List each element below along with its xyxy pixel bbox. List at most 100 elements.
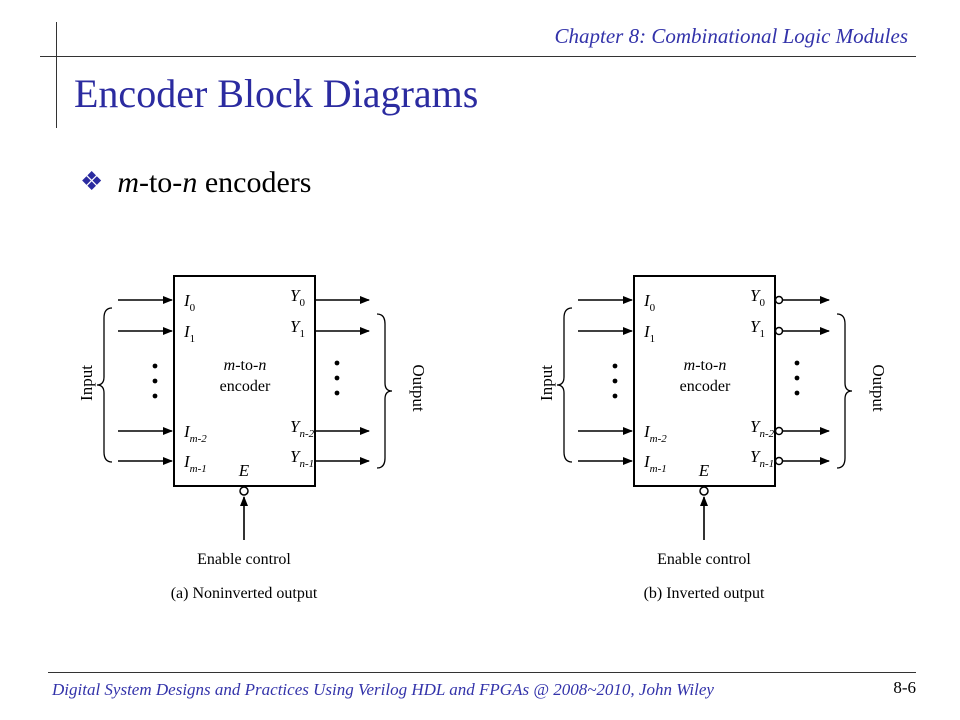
input-pin-label-part: I <box>643 291 651 310</box>
input-group-label-part: Input <box>77 365 96 401</box>
encoder-name-line1-part: -to- <box>695 357 718 374</box>
encoder-block <box>173 275 316 487</box>
output-pin-label-part: 1 <box>759 328 765 340</box>
output-pin-label-part: n-1 <box>299 458 314 470</box>
input-brace <box>96 307 113 463</box>
output-pin-label-part: 1 <box>299 328 305 340</box>
chapter-heading: Chapter 8: Combinational Logic Modules <box>554 24 909 48</box>
encoder-name-line1-part: n <box>718 357 726 374</box>
output-pin-label: Yn-2 <box>750 417 775 440</box>
output-pin-label-part: 0 <box>299 297 305 309</box>
bullet-n: n <box>182 166 198 199</box>
inversion-bubble <box>774 426 784 436</box>
input-pin-label-part: I <box>183 291 191 310</box>
bullet-rest: encoders <box>204 166 312 199</box>
input-ellipsis-dot-0 <box>612 363 618 369</box>
encoder-name-line1-part: -to- <box>235 357 258 374</box>
encoder-name-line2-part: encoder <box>220 378 271 395</box>
diagram-caption-part: (a) Noninverted output <box>171 585 318 602</box>
output-pin-label-part: n-2 <box>299 428 314 440</box>
footer-text: Digital System Designs and Practices Usi… <box>52 680 714 699</box>
input-ellipsis-dot-2 <box>612 393 618 399</box>
output-pin-label-part: Y <box>750 417 761 436</box>
output-group-label-part: Output <box>409 364 428 412</box>
top-divider <box>40 56 916 57</box>
input-pin-label-part: m-2 <box>190 433 208 445</box>
diagram-caption: (b) Inverted output <box>644 585 765 602</box>
enable-bubble <box>239 486 249 496</box>
input-pin-label-part: 0 <box>650 302 656 314</box>
input-ellipsis-dot-1 <box>612 378 618 384</box>
output-pin-label: Yn-1 <box>290 447 314 470</box>
slide-title: Encoder Block Diagrams <box>74 71 479 116</box>
output-ellipsis-dot-2 <box>794 390 800 396</box>
input-pin-label-part: I <box>183 452 191 471</box>
input-pin-label: Im-1 <box>643 452 667 475</box>
input-pin-label-part: 1 <box>650 333 656 345</box>
input-pin-label: I1 <box>643 322 655 345</box>
input-brace <box>556 307 573 463</box>
input-pin-label-part: m-1 <box>650 463 667 475</box>
input-ellipsis-dot-0 <box>152 363 158 369</box>
enable-control-label: Enable control <box>657 551 751 568</box>
bottom-divider <box>48 672 916 673</box>
diagram-caption: (a) Noninverted output <box>171 585 318 602</box>
bullet-item: ❖m-to-n encoders <box>80 166 311 200</box>
enable-bubble <box>699 486 709 496</box>
enable-control-label: Enable control <box>197 551 291 568</box>
enable-control-label-part: Enable control <box>197 551 291 568</box>
output-group-label: Output <box>869 364 888 412</box>
page-number: 8-6 <box>893 678 916 697</box>
output-pin-label: Y1 <box>750 317 765 340</box>
encoder-name-line1-part: n <box>258 357 266 374</box>
input-pin-label-part: I <box>183 322 191 341</box>
encoder-diagram-a: I0I1Im-2Im-1Y0Y1Yn-2Yn-1m-to-nencoderInp… <box>77 275 428 602</box>
output-group-label: Output <box>409 364 428 412</box>
output-pin-label-part: Y <box>750 447 761 466</box>
vertical-divider <box>56 22 57 128</box>
input-group-label: Input <box>537 365 556 401</box>
output-ellipsis-dot-2 <box>334 390 340 396</box>
input-pin-label-part: 1 <box>190 333 196 345</box>
output-pin-label: Y1 <box>290 317 305 340</box>
encoder-name-line1: m-to-n <box>224 357 267 374</box>
input-pin-label: Im-1 <box>183 452 207 475</box>
encoder-name-line1-part: m <box>224 357 236 374</box>
input-pin-label: Im-2 <box>643 422 667 445</box>
input-pin-label-part: 0 <box>190 302 196 314</box>
output-pin-label-part: n-1 <box>759 458 774 470</box>
input-pin-label: I0 <box>643 291 656 314</box>
input-group-label-part: Input <box>537 365 556 401</box>
enable-pin-label-part: E <box>238 461 250 480</box>
input-pin-label: Im-2 <box>183 422 207 445</box>
input-pin-label-part: m-1 <box>190 463 207 475</box>
output-ellipsis-dot-0 <box>794 360 800 366</box>
input-pin-label-part: I <box>183 422 191 441</box>
output-group-label-part: Output <box>869 364 888 412</box>
input-pin-label-part: I <box>643 422 651 441</box>
output-pin-label-part: Y <box>750 317 761 336</box>
encoder-name-line2: encoder <box>680 378 731 395</box>
enable-pin-label-part: E <box>698 461 710 480</box>
output-pin-label: Yn-2 <box>290 417 315 440</box>
output-pin-label: Y0 <box>290 286 305 309</box>
output-brace <box>376 313 393 469</box>
input-ellipsis-dot-1 <box>152 378 158 384</box>
enable-control-label-part: Enable control <box>657 551 751 568</box>
encoder-name-line1-part: m <box>684 357 696 374</box>
output-pin-label: Y0 <box>750 286 765 309</box>
inversion-bubble <box>774 456 784 466</box>
diagram-caption-part: (b) Inverted output <box>644 585 765 602</box>
encoder-name-line2: encoder <box>220 378 271 395</box>
output-pin-label-part: Y <box>750 286 761 305</box>
output-pin-label-part: n-2 <box>759 428 774 440</box>
encoder-diagram-b: I0I1Im-2Im-1Y0Y1Yn-2Yn-1m-to-nencoderInp… <box>537 275 888 602</box>
input-pin-label-part: m-2 <box>650 433 668 445</box>
input-pin-label-part: I <box>643 452 651 471</box>
encoder-block <box>633 275 776 487</box>
output-ellipsis-dot-1 <box>794 375 800 381</box>
enable-pin-label: E <box>698 461 710 480</box>
output-pin-label-part: Y <box>290 447 301 466</box>
diamond-bullet-icon: ❖ <box>80 167 104 196</box>
